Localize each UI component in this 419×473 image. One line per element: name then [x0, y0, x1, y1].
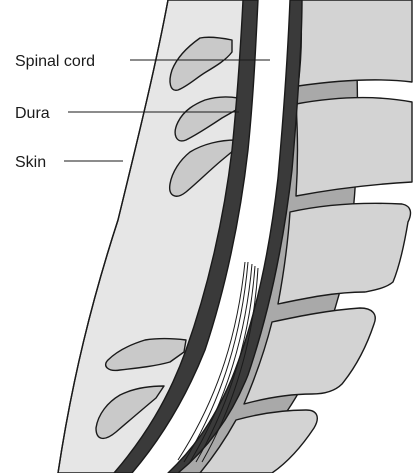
vertebral-body	[296, 98, 412, 196]
dura-label: Dura	[15, 105, 50, 122]
vertebral-body	[298, 0, 412, 86]
vertebral-body	[278, 203, 410, 304]
skin-label: Skin	[15, 154, 46, 171]
spinal-cord-label: Spinal cord	[15, 53, 95, 70]
